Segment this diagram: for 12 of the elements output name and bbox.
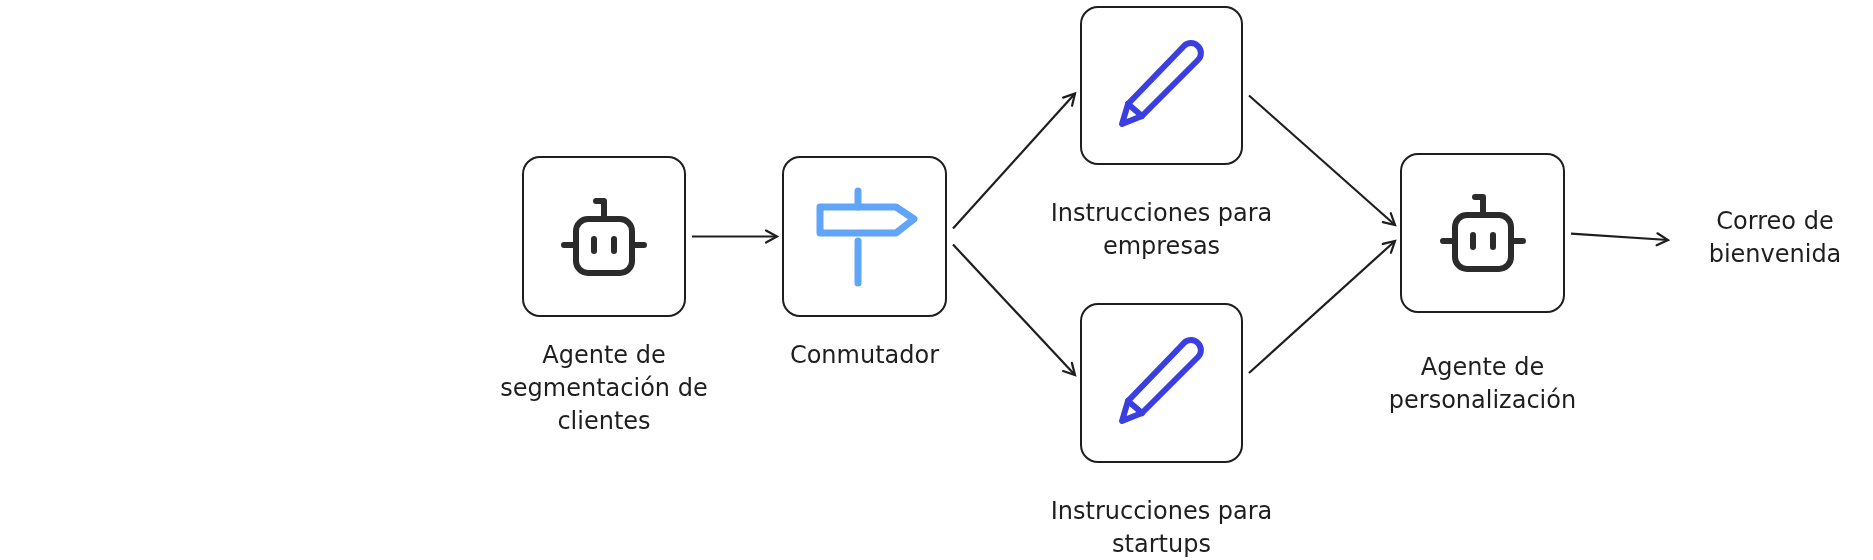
output-label: Correo de bienvenida [1707, 206, 1843, 270]
arrow [952, 92, 1077, 230]
arrow [1248, 94, 1397, 227]
node-label: Conmutador [789, 340, 940, 371]
node-label: Agente de segmentación de clientes [499, 340, 709, 437]
arrow [692, 229, 779, 244]
node-label: Instrucciones para startups [1049, 496, 1274, 560]
arrow [1248, 239, 1397, 374]
node-label: Instrucciones para empresas [1049, 198, 1274, 262]
node-label: Agente de personalización [1387, 352, 1578, 416]
arrow [1570, 232, 1670, 247]
arrow [952, 243, 1077, 377]
